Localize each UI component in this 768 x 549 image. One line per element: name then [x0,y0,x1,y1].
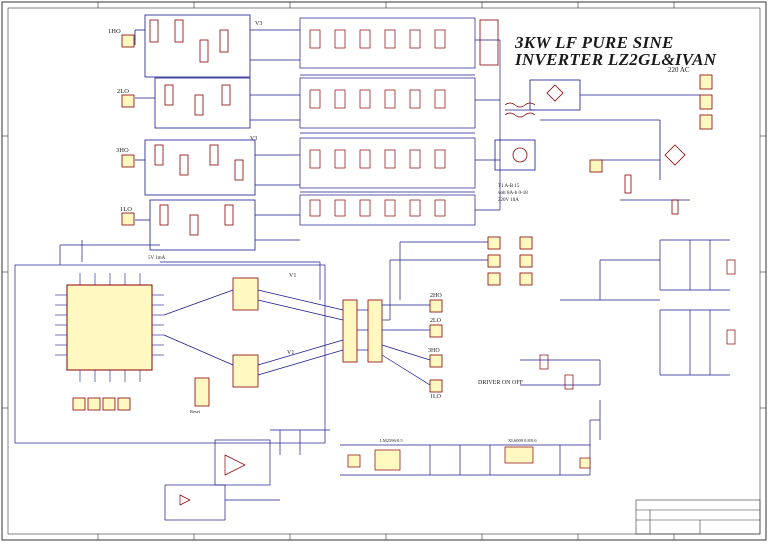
transformer [479,19,536,171]
label-hb2: 3HO [116,147,129,154]
driver-blocks [134,14,300,251]
label-v-mid: V3 [250,136,257,142]
label-trafo-1: T1 A-B 15 [498,184,520,189]
label-v-top: V3 [255,21,262,27]
label-trafo-3: 220V 10A [498,198,519,203]
label-hb2-right: 3HO [428,348,440,354]
main-wiring [14,240,488,444]
label-reset: Reset [190,409,201,414]
label-ac-out: 220 AC [668,66,690,74]
microcontroller [55,273,164,411]
gate-input-connectors [121,34,135,226]
label-lb1: 2LO [117,88,129,95]
zone-ticks [2,2,766,540]
label-trafo-2: volt 8A-b 0-18 [498,191,528,196]
label-buck-reg: LM2596/0.5 [380,438,403,443]
driver-enable [520,354,601,390]
ac-output-section [529,74,713,215]
sense-network [560,239,736,376]
mosfet-arrays [299,17,501,226]
label-lb2-right: 1LO [430,394,442,400]
label-lb2: 1LO [120,206,132,213]
driver-ics [194,277,383,407]
label-hb1: 1HO [108,28,121,35]
label-boost-reg: XL6009 0.8/0.6 [508,438,537,443]
label-v-ic1: V1 [289,273,296,279]
sheet-inner-border [7,7,761,535]
title-line-2: INVERTER LZ2GL&IVAN [515,50,717,69]
power-supply [164,400,601,521]
connector-grid [429,236,533,393]
label-note: 5V 1mA [148,256,166,261]
title-line-1: 3KW LF PURE SINE [515,33,674,52]
label-lb1-right: 2LO [430,318,442,324]
label-driver-enable: DRIVER ON OFF [478,380,524,386]
title-block [635,499,761,535]
label-hb1-right: 2HO [430,293,442,299]
label-v-ic2: V1 [287,350,294,356]
